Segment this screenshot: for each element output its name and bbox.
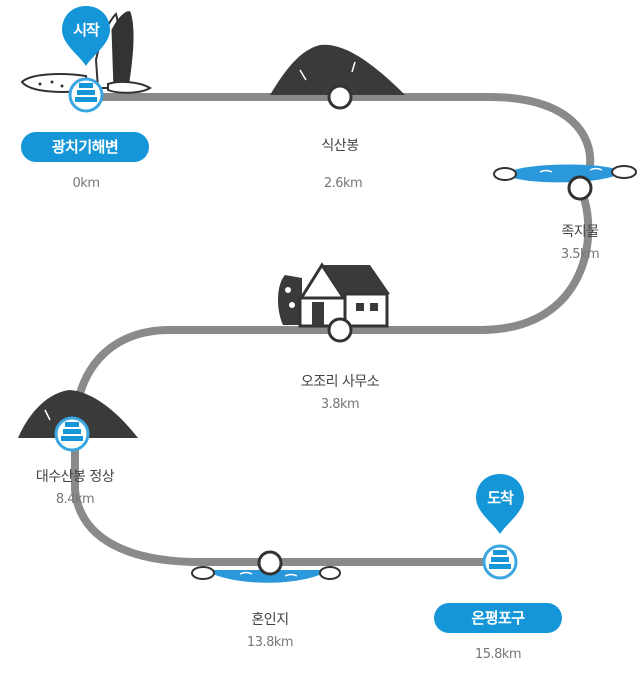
stop-distance: 13.8km [246,635,294,650]
end-pin-label: 도착 [487,489,514,507]
stone-marker-icon [482,544,518,580]
stone-marker-icon [54,416,90,452]
stop-distance: 0km [72,176,100,191]
stop-distance: 3.8km [320,397,360,412]
mountain-icon [18,390,138,438]
stop-marker [567,175,593,201]
stop-distance: 8.4km [55,492,95,507]
pond-icon [191,566,341,583]
stop-name: 혼인지 [251,612,289,628]
stop-name: 오조리 사무소 [300,374,380,390]
stop-marker [327,84,353,110]
stop-name: 대수산봉 정상 [35,469,115,485]
mountain-icon [270,44,405,95]
start-pin-icon [62,6,110,66]
stop-marker [327,317,353,343]
rocks-illustration [20,11,152,94]
stop-distance: 3.5km [560,247,600,262]
stop-marker [257,550,283,576]
stop-distance: 15.8km [474,647,522,662]
stop-name-pill: 광치기해변 [21,132,149,162]
trail-route [71,93,595,566]
house-icon [277,262,390,328]
end-pin-icon [476,474,524,534]
stop-name: 식산봉 [321,138,359,154]
spring-water-icon [493,164,637,183]
start-pin-label: 시작 [73,21,100,39]
stone-marker-icon [68,77,104,113]
stop-distance: 2.6km [323,176,363,191]
stop-name: 족지물 [561,224,599,240]
stop-name-pill: 온평포구 [434,603,562,633]
